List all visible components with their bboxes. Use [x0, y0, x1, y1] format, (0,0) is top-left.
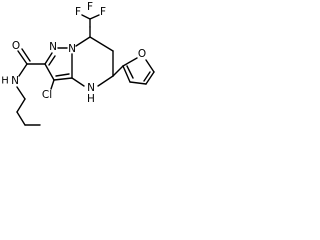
atom-nitrogen-pyrazole: N — [49, 41, 57, 53]
molecule-structure-diagram: F F F N H N N Cl O N H — [1, 1, 155, 126]
bond-cf-left — [81, 14, 91, 20]
bond-n4-c3a — [71, 77, 85, 87]
bond-c3-c3a — [53, 77, 73, 81]
bond-n1-c2 — [44, 52, 53, 65]
bond-carbonyl-o — [17, 50, 28, 65]
bond-furan-c2-o — [122, 57, 138, 67]
atom-fluorine-right: F — [100, 6, 106, 18]
butyl-chain — [16, 86, 41, 126]
bond-c7-c6 — [89, 36, 114, 52]
bond-carbonyl-o-double — [21, 48, 31, 62]
trifluoromethyl-group: F F F — [75, 1, 106, 38]
bond-c3-cl — [50, 79, 55, 90]
bond-cf-right — [89, 14, 100, 20]
bond-n-c1 — [16, 86, 26, 100]
atom-nitrogen-amide: N — [11, 75, 19, 87]
tetrahydropyrimidine-ring: N H — [71, 36, 114, 105]
bond-c5-n4 — [97, 75, 114, 87]
atom-hydrogen-amide: H — [1, 76, 9, 87]
bond-furan-c5-c4-double — [143, 71, 151, 82]
chloro-substituent: Cl — [42, 79, 55, 101]
bond-c5-furan — [112, 65, 124, 77]
atom-nitrogen-ring-nh: N — [87, 82, 95, 94]
bond-c1-c2 — [16, 98, 26, 113]
bond-c3-c3a-double — [55, 73, 70, 77]
atom-chlorine: Cl — [42, 89, 52, 101]
pyrazole-ring: N N — [44, 41, 76, 81]
atom-nitrogen-bridge: N — [68, 43, 76, 55]
atom-fluorine-left: F — [75, 6, 81, 18]
bond-n1-c2-double — [48, 55, 56, 66]
atom-fluorine-top: F — [87, 1, 93, 13]
bond-c7-n7a — [75, 36, 91, 47]
bond-carbonyl-n — [18, 63, 28, 77]
furan-ring: O — [112, 48, 155, 85]
carboxamide-group: O N H — [1, 40, 46, 87]
bond-furan-c3-c2 — [122, 65, 131, 83]
bond-c2-c3 — [44, 63, 55, 81]
atom-oxygen-carbonyl: O — [12, 40, 20, 52]
bond-furan-c5-c4 — [145, 71, 155, 85]
atom-hydrogen-ring-nh: H — [87, 93, 95, 105]
bond-furan-c3-c2-double — [126, 65, 134, 79]
bond-furan-c4-c3 — [129, 81, 147, 85]
bond-furan-o-c5 — [145, 59, 155, 73]
atom-oxygen-furan: O — [138, 48, 146, 60]
bond-c2-c3 — [16, 111, 26, 126]
